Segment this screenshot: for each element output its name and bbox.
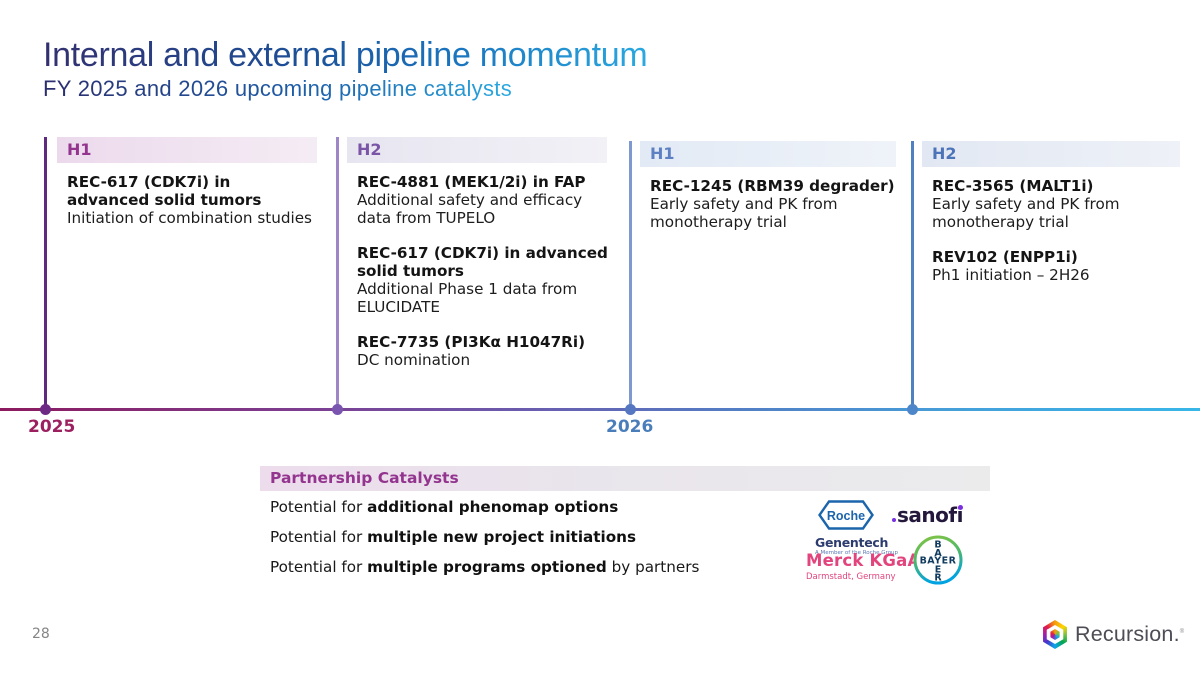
bayer-vertical-letter: E xyxy=(935,565,942,576)
page-title: Internal and external pipeline momentum xyxy=(43,36,648,74)
program-detail: Ph1 initiation – 2H26 xyxy=(932,266,1090,284)
timeline-tick-2025-h1 xyxy=(44,137,47,410)
column-header-2025-h1: H1 xyxy=(57,137,317,163)
program-title: REC-617 (CDK7i) in advanced solid tumors xyxy=(357,244,608,280)
timeline-dot-2026-h2 xyxy=(907,404,918,415)
recursion-wordmark: Recursion.® xyxy=(1075,622,1185,646)
pipeline-item: REC-617 (CDK7i) in advanced solid tumors… xyxy=(357,244,615,316)
timeline-tick-2026-h2 xyxy=(911,141,914,410)
roche-hexagon-icon: Roche xyxy=(818,500,874,530)
pipeline-item: REC-1245 (RBM39 degrader) Early safety a… xyxy=(650,177,908,231)
merck-wordmark: Merck KGaA xyxy=(806,551,921,570)
program-title: REC-4881 (MEK1/2i) in FAP xyxy=(357,173,586,191)
recursion-hexagon-icon xyxy=(1042,620,1068,649)
pipeline-item: REV102 (ENPP1i) Ph1 initiation – 2H26 xyxy=(932,248,1190,284)
timeline-dot-2025-h2 xyxy=(332,404,343,415)
page-number: 28 xyxy=(32,626,50,642)
bayer-cross-icon: BAYER B A E R xyxy=(913,535,963,585)
timeline-dot-2025-h1 xyxy=(40,404,51,415)
bayer-vertical-letter: R xyxy=(934,573,942,584)
sanofi-logo: sanofi xyxy=(892,503,963,527)
roche-genentech-logo: Roche Genentech A Member of the Roche Gr… xyxy=(815,500,899,556)
program-detail: Early safety and PK from monotherapy tri… xyxy=(932,195,1120,231)
catalyst-bold: multiple new project initiations xyxy=(367,528,637,546)
partnership-catalysts-header: Partnership Catalysts xyxy=(260,466,990,491)
sanofi-accent-dot-icon xyxy=(892,518,896,522)
bayer-vertical-letter: B xyxy=(934,540,941,551)
partnership-catalyst-line: Potential for multiple programs optioned… xyxy=(270,558,699,576)
genentech-wordmark: Genentech xyxy=(815,535,889,550)
year-label-2026: 2026 xyxy=(606,417,654,437)
catalyst-prefix: Potential for xyxy=(270,498,368,516)
column-header-2025-h2: H2 xyxy=(347,137,607,163)
pipeline-item: REC-617 (CDK7i) in advanced solid tumors… xyxy=(67,173,329,227)
timeline-dot-2026-h1 xyxy=(625,404,636,415)
recursion-logo: Recursion.® xyxy=(1042,620,1184,649)
timeline-tick-2025-h2 xyxy=(336,137,339,410)
pipeline-item: REC-4881 (MEK1/2i) in FAP Additional saf… xyxy=(357,173,615,227)
bayer-logo: BAYER B A E R xyxy=(912,534,964,590)
program-title: REC-1245 (RBM39 degrader) xyxy=(650,177,895,195)
column-header-2026-h1: H1 xyxy=(640,141,896,167)
program-detail: Initiation of combination studies xyxy=(67,209,312,227)
program-title: REC-7735 (PI3Kα H1047Ri) xyxy=(357,333,586,351)
partnership-catalyst-line: Potential for multiple new project initi… xyxy=(270,528,636,546)
sanofi-i-dot-icon xyxy=(957,505,963,510)
merck-kgaa-logo: Merck KGaA Darmstadt, Germany xyxy=(806,551,920,582)
column-2025-h1: REC-617 (CDK7i) in advanced solid tumors… xyxy=(67,173,329,244)
column-2026-h2: REC-3565 (MALT1i) Early safety and PK fr… xyxy=(932,177,1190,301)
bayer-vertical-letter: A xyxy=(934,548,942,559)
column-header-2026-h2: H2 xyxy=(922,141,1180,167)
pipeline-item: REC-7735 (PI3Kα H1047Ri) DC nomination xyxy=(357,333,615,369)
page-subtitle: FY 2025 and 2026 upcoming pipeline catal… xyxy=(43,76,512,101)
catalyst-suffix: by partners xyxy=(606,558,700,576)
catalyst-bold: additional phenomap options xyxy=(367,498,619,516)
program-detail: Early safety and PK from monotherapy tri… xyxy=(650,195,838,231)
partnership-catalyst-line: Potential for additional phenomap option… xyxy=(270,498,618,516)
program-detail: Additional safety and efficacy data from… xyxy=(357,191,583,227)
program-title: REC-617 (CDK7i) in advanced solid tumors xyxy=(67,173,262,209)
pipeline-item: REC-3565 (MALT1i) Early safety and PK fr… xyxy=(932,177,1190,231)
sanofi-wordmark: sanofi xyxy=(897,503,963,527)
timeline-axis xyxy=(0,408,1200,411)
merck-location: Darmstadt, Germany xyxy=(806,572,896,582)
year-label-2025: 2025 xyxy=(28,417,76,437)
catalyst-bold: multiple programs optioned xyxy=(367,558,607,576)
roche-wordmark: Roche xyxy=(827,509,865,523)
program-title: REV102 (ENPP1i) xyxy=(932,248,1078,266)
timeline-tick-2026-h1 xyxy=(629,141,632,410)
column-2025-h2: REC-4881 (MEK1/2i) in FAP Additional saf… xyxy=(357,173,615,386)
column-2026-h1: REC-1245 (RBM39 degrader) Early safety a… xyxy=(650,177,908,248)
program-detail: DC nomination xyxy=(357,351,471,369)
catalyst-prefix: Potential for xyxy=(270,528,368,546)
catalyst-prefix: Potential for xyxy=(270,558,368,576)
program-title: REC-3565 (MALT1i) xyxy=(932,177,1094,195)
bayer-horizontal-label: BAYER xyxy=(920,556,957,567)
roche-tagline: A Member of the Roche Group xyxy=(815,550,899,556)
registered-mark: ® xyxy=(1179,628,1185,635)
program-detail: Additional Phase 1 data from ELUCIDATE xyxy=(357,280,578,316)
